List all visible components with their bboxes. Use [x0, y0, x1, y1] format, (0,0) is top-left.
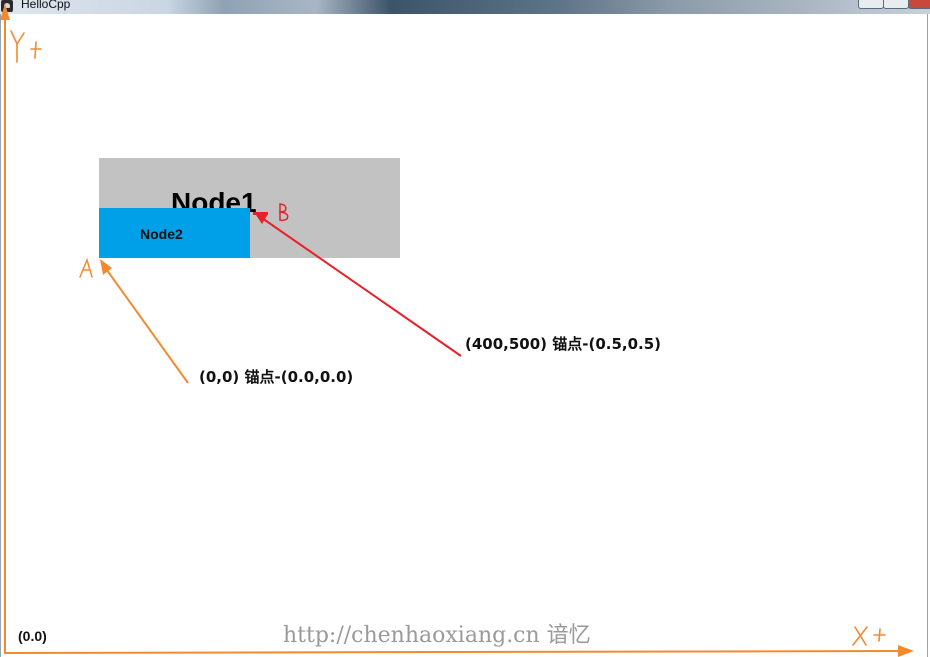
content-area	[0, 14, 928, 657]
close-button[interactable]	[908, 0, 930, 9]
watermark: http://chenhaoxiang.cn 谙忆	[283, 623, 591, 648]
maximize-button[interactable]	[883, 0, 909, 9]
window-title: HelloCpp	[21, 0, 71, 11]
node2-anchor-caption: (0,0) 锚点-(0.0,0.0)	[199, 368, 354, 386]
origin-label: (0.0)	[18, 628, 47, 644]
app-icon	[1, 0, 13, 12]
minimize-button[interactable]	[858, 0, 884, 9]
title-bar[interactable]: HelloCpp	[0, 0, 930, 14]
node1-anchor-caption: (400,500) 锚点-(0.5,0.5)	[465, 335, 662, 353]
node2-label: Node2	[140, 226, 183, 242]
node2-box	[99, 208, 250, 258]
